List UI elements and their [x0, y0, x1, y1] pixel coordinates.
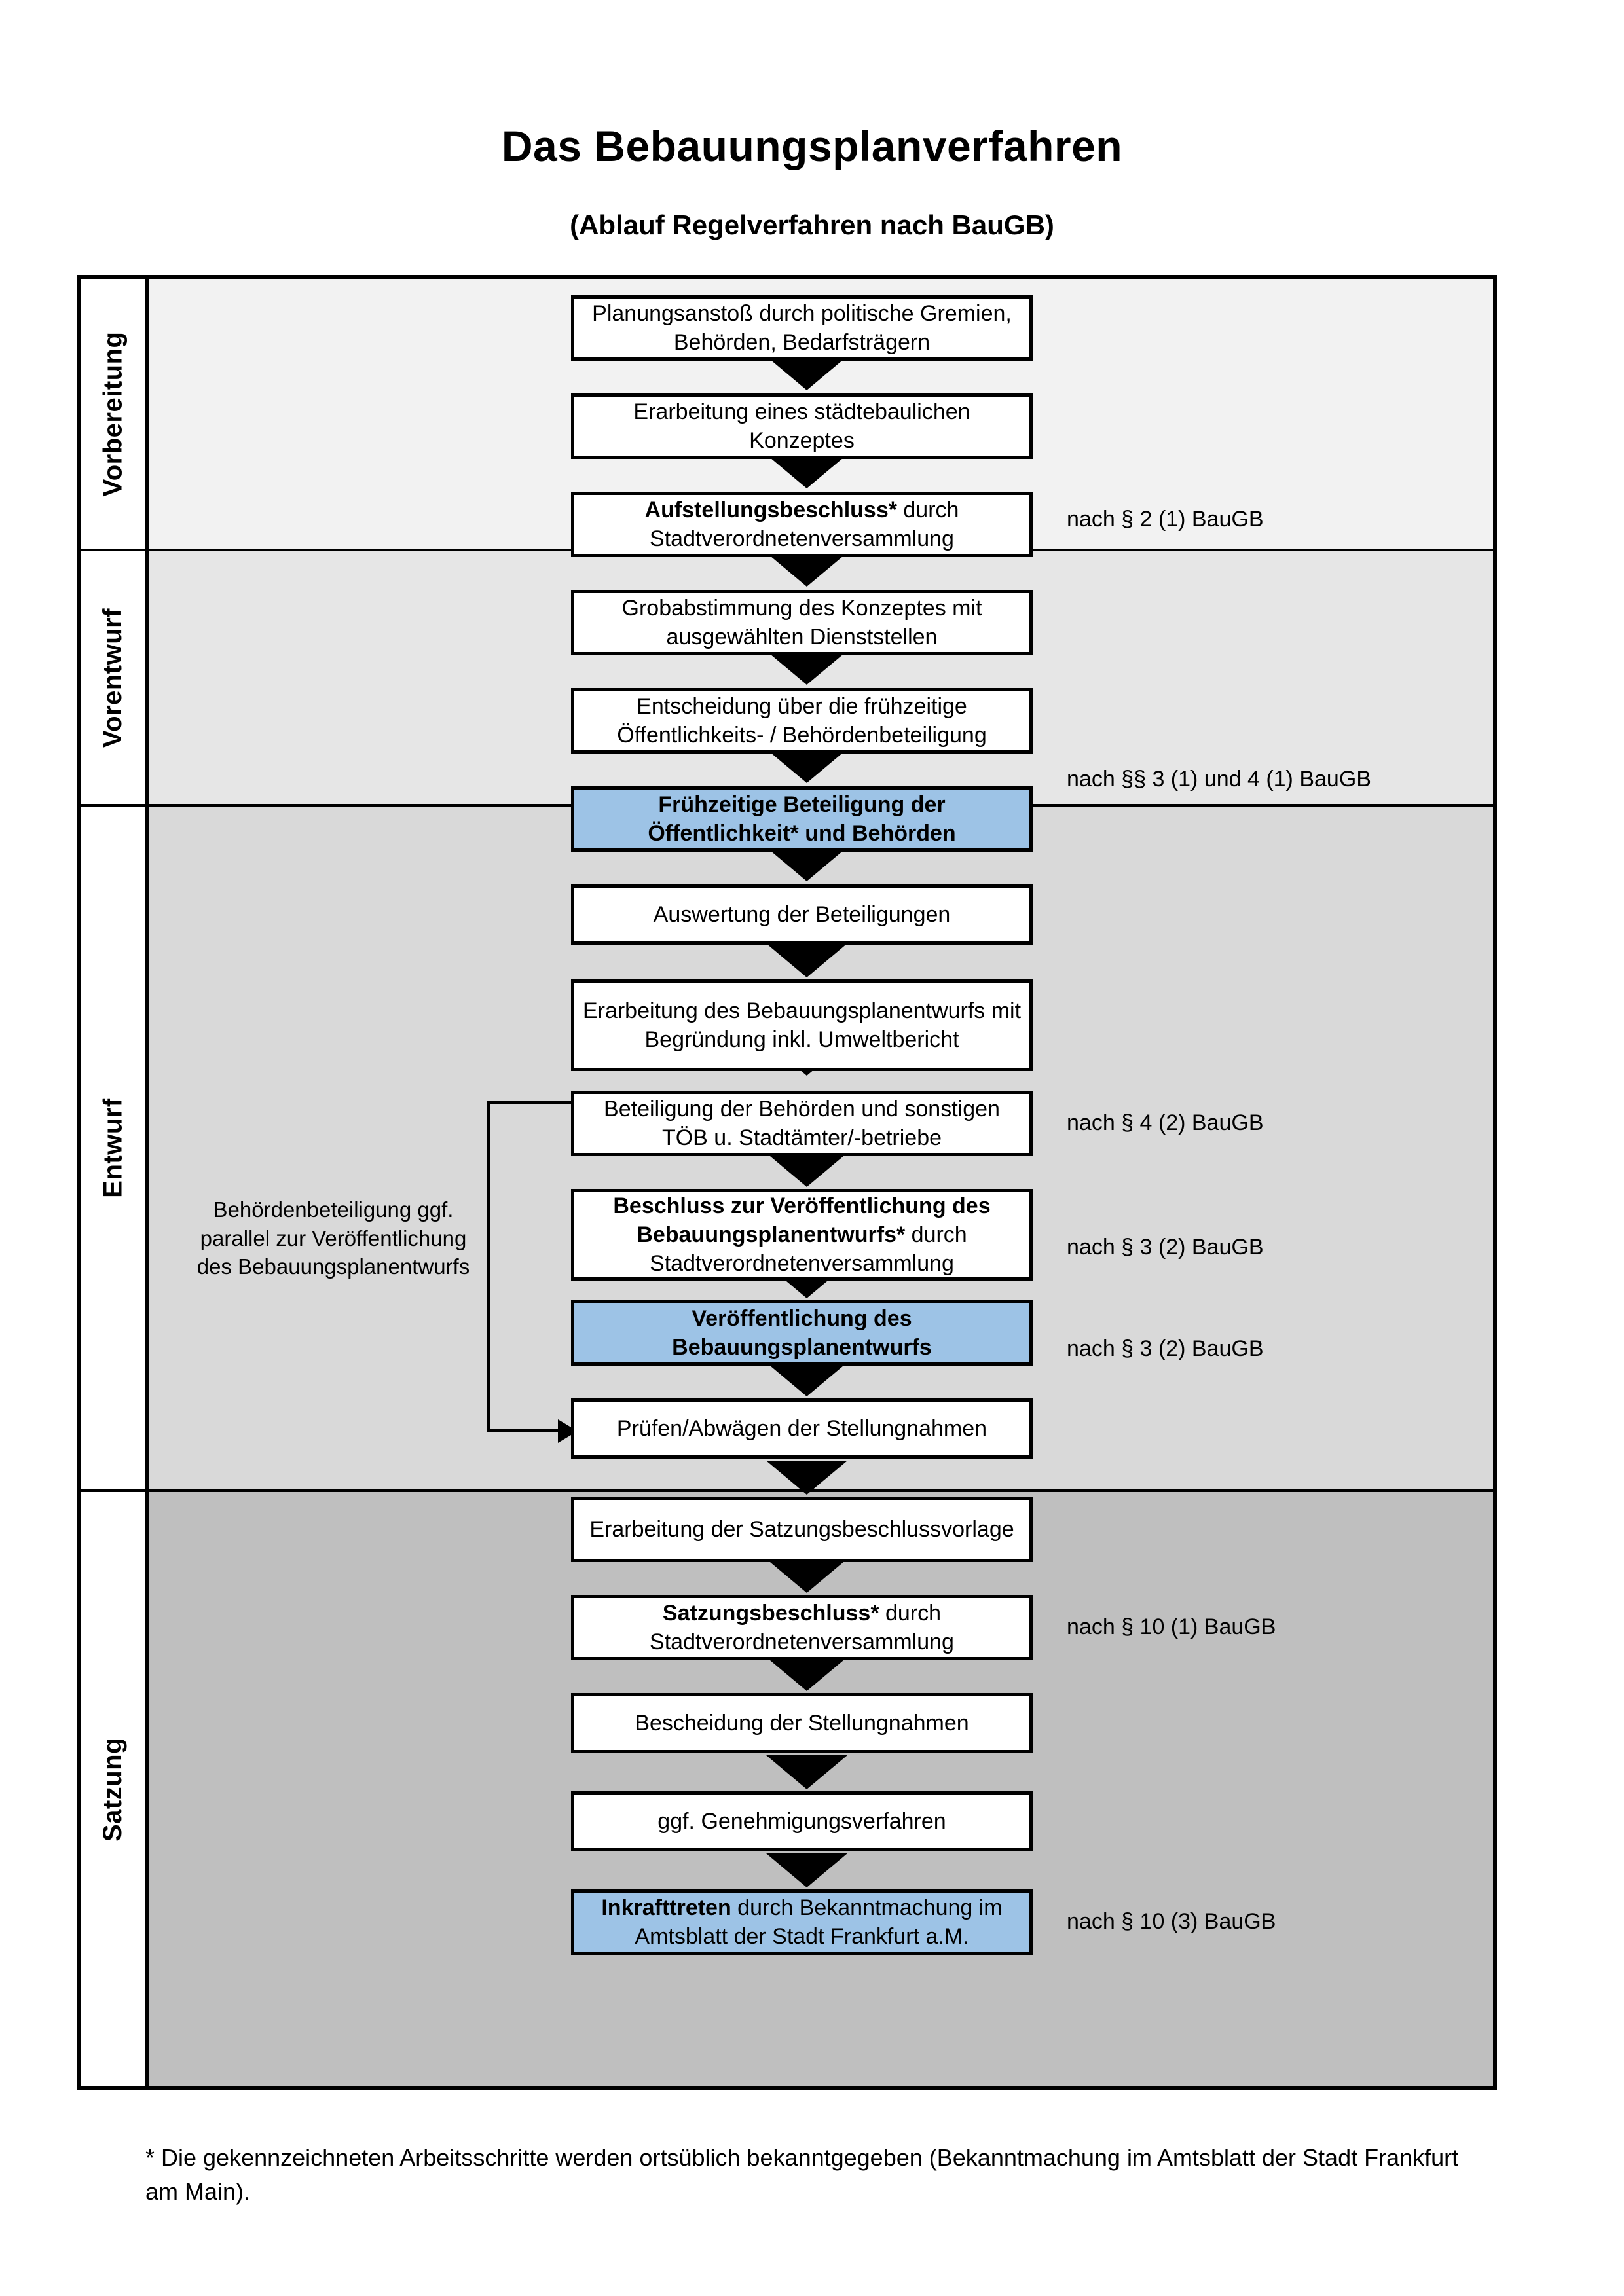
step-text: Prüfen/Abwägen der Stellungnahmen [616, 1415, 987, 1441]
step-box-beschluss-veroeffentlichung[interactable]: Beschluss zur Veröffentlichung des Bebau… [571, 1189, 1033, 1281]
diagram-frame: Vorbereitung Vorentwurf Entwurf Satzung [77, 275, 1497, 2090]
legal-ref-par10-1: nach § 10 (1) BauGB [1067, 1614, 1276, 1640]
step-box-bescheidung-stellungnahmen[interactable]: Bescheidung der Stellungnahmen [571, 1693, 1033, 1753]
step-text: ggf. Genehmigungsverfahren [657, 1808, 946, 1834]
flow-arrow [766, 1559, 847, 1593]
parallel-path-vertical [487, 1101, 490, 1431]
legal-ref-text: nach § 2 (1) BauGB [1067, 507, 1264, 532]
step-box-erarbeitung-satzungsbeschlussvorlage[interactable]: Erarbeitung der Satzungsbeschlussvorlage [571, 1497, 1033, 1562]
step-text: Auswertung der Beteiligungen [653, 902, 951, 927]
legal-ref-par3-2-a: nach § 3 (2) BauGB [1067, 1235, 1264, 1260]
label-column-divider [145, 279, 149, 2086]
legal-ref-par2-1: nach § 2 (1) BauGB [1067, 507, 1264, 532]
step-text: Grobabstimmung des Konzeptes mit ausgewä… [621, 595, 982, 649]
step-box-planungsanstoss[interactable]: Planungsanstoß durch politische Gremien,… [571, 295, 1033, 361]
step-text-rest: durch Stadtverordnetenversammlung [650, 1222, 967, 1277]
flow-arrow [766, 1755, 847, 1789]
legal-ref-text: nach § 10 (3) BauGB [1067, 1909, 1276, 1934]
step-box-aufstellungsbeschluss[interactable]: Aufstellungsbeschluss* durch Stadtverord… [571, 492, 1033, 557]
step-text-bold: Beschluss zur Veröffentlichung des Bebau… [613, 1193, 991, 1247]
side-note-text: Behördenbeteiligung ggf. parallel zur Ve… [196, 1197, 470, 1279]
parallel-path-top-segment [487, 1101, 572, 1104]
page-subtitle: (Ablauf Regelverfahren nach BauGB) [570, 210, 1054, 240]
step-box-satzungsbeschluss[interactable]: Satzungsbeschluss* durch Stadtverordnete… [571, 1595, 1033, 1660]
flow-arrow [766, 1657, 847, 1691]
page-title: Das Bebauungsplanverfahren [501, 122, 1123, 170]
step-text-bold: Inkrafttreten [601, 1895, 731, 1920]
phase-label-vorentwurf: Vorentwurf [81, 551, 145, 804]
flow-arrow [766, 1461, 847, 1495]
legal-ref-text: nach § 3 (2) BauGB [1067, 1235, 1264, 1260]
side-note-behoerdenbeteiligung: Behördenbeteiligung ggf. parallel zur Ve… [193, 1195, 474, 1281]
legal-ref-par3-2-b: nach § 3 (2) BauGB [1067, 1336, 1264, 1362]
flow-arrow [766, 847, 847, 881]
phase-label-text: Satzung [98, 1737, 128, 1842]
flow-arrow [766, 454, 847, 488]
step-text: Aufstellungsbeschluss* durch Stadtverord… [581, 496, 1023, 553]
flow-arrow [766, 553, 847, 587]
legal-ref-text: nach § 4 (2) BauGB [1067, 1110, 1264, 1135]
step-text: Planungsanstoß durch politische Gremien,… [592, 301, 1012, 355]
step-text-bold: Veröffentlichung des Bebauungsplanentwur… [672, 1305, 932, 1360]
step-box-erarbeitung-bebauungsplanentwurf[interactable]: Erarbeitung des Bebauungsplanentwurfs mi… [571, 979, 1033, 1071]
step-text: Erarbeitung eines städtebaulichen Konzep… [633, 399, 970, 453]
step-text-bold: Satzungsbeschluss* [662, 1600, 879, 1626]
flow-arrow [766, 651, 847, 685]
step-text: Frühzeitige Beteiligung der Öffentlichke… [581, 790, 1023, 848]
step-text-rest: durch Stadtverordnetenversammlung [650, 497, 959, 551]
flow-arrow [766, 1153, 847, 1187]
flow-arrow [766, 1362, 847, 1396]
legal-ref-par3-1-4-1: nach §§ 3 (1) und 4 (1) BauGB [1067, 767, 1371, 792]
step-text: Erarbeitung des Bebauungsplanentwurfs mi… [582, 998, 1022, 1052]
step-text-bold: Frühzeitige Beteiligung der Öffentlichke… [648, 792, 956, 846]
phase-label-text: Entwurf [98, 1098, 128, 1198]
step-text-bold: Aufstellungsbeschluss* [644, 497, 897, 522]
step-box-inkrafttreten[interactable]: Inkrafttreten durch Bekanntmachung im Am… [571, 1889, 1033, 1955]
phase-label-satzung: Satzung [81, 1492, 145, 2086]
step-box-fruehzeitige-beteiligung[interactable]: Frühzeitige Beteiligung der Öffentlichke… [571, 786, 1033, 852]
step-box-veroeffentlichung-entwurf[interactable]: Veröffentlichung des Bebauungsplanentwur… [571, 1300, 1033, 1366]
phase-label-text: Vorbereitung [98, 331, 128, 496]
step-box-genehmigungsverfahren[interactable]: ggf. Genehmigungsverfahren [571, 1791, 1033, 1851]
step-text: Entscheidung über die frühzeitige Öffent… [617, 693, 987, 748]
step-text: Erarbeitung der Satzungsbeschlussvorlage [589, 1516, 1014, 1542]
step-text: Inkrafttreten durch Bekanntmachung im Am… [581, 1893, 1023, 1951]
step-text: Beteiligung der Behörden und sonstigen T… [604, 1096, 1000, 1150]
step-text-rest: durch Bekanntmachung im Amtsblatt der St… [635, 1895, 1003, 1949]
footnote-text: * Die gekennzeichneten Arbeitsschritte w… [145, 2144, 1459, 2206]
step-text: Satzungsbeschluss* durch Stadtverordnete… [581, 1599, 1023, 1656]
legal-ref-text: nach § 3 (2) BauGB [1067, 1336, 1264, 1361]
step-text: Bescheidung der Stellungnahmen [635, 1710, 969, 1736]
legal-ref-par4-2: nach § 4 (2) BauGB [1067, 1110, 1264, 1136]
step-text: Beschluss zur Veröffentlichung des Bebau… [581, 1192, 1023, 1279]
flow-arrow [766, 1853, 847, 1887]
step-box-auswertung-beteiligungen[interactable]: Auswertung der Beteiligungen [571, 884, 1033, 945]
step-box-entscheidung-fruehzeitige[interactable]: Entscheidung über die frühzeitige Öffent… [571, 688, 1033, 754]
legal-ref-text: nach § 10 (1) BauGB [1067, 1614, 1276, 1639]
step-box-staedtebauliches-konzept[interactable]: Erarbeitung eines städtebaulichen Konzep… [571, 393, 1033, 459]
phase-label-entwurf: Entwurf [81, 807, 145, 1489]
parallel-path-bottom-segment [487, 1429, 559, 1432]
step-text: Veröffentlichung des Bebauungsplanentwur… [581, 1304, 1023, 1362]
legal-ref-text: nach §§ 3 (1) und 4 (1) BauGB [1067, 767, 1371, 792]
step-box-beteiligung-behoerden-toeb[interactable]: Beteiligung der Behörden und sonstigen T… [571, 1091, 1033, 1156]
flow-arrow [766, 749, 847, 783]
phase-label-text: Vorentwurf [98, 608, 128, 748]
step-box-pruefen-abwaegen[interactable]: Prüfen/Abwägen der Stellungnahmen [571, 1398, 1033, 1459]
step-box-grobabstimmung[interactable]: Grobabstimmung des Konzeptes mit ausgewä… [571, 590, 1033, 655]
footnote: * Die gekennzeichneten Arbeitsschritte w… [145, 2141, 1494, 2209]
phase-label-vorbereitung: Vorbereitung [81, 279, 145, 549]
flow-arrow [766, 943, 847, 977]
legal-ref-par10-3: nach § 10 (3) BauGB [1067, 1909, 1276, 1935]
flow-arrow [766, 356, 847, 390]
step-text-rest: durch Stadtverordnetenversammlung [650, 1600, 954, 1654]
